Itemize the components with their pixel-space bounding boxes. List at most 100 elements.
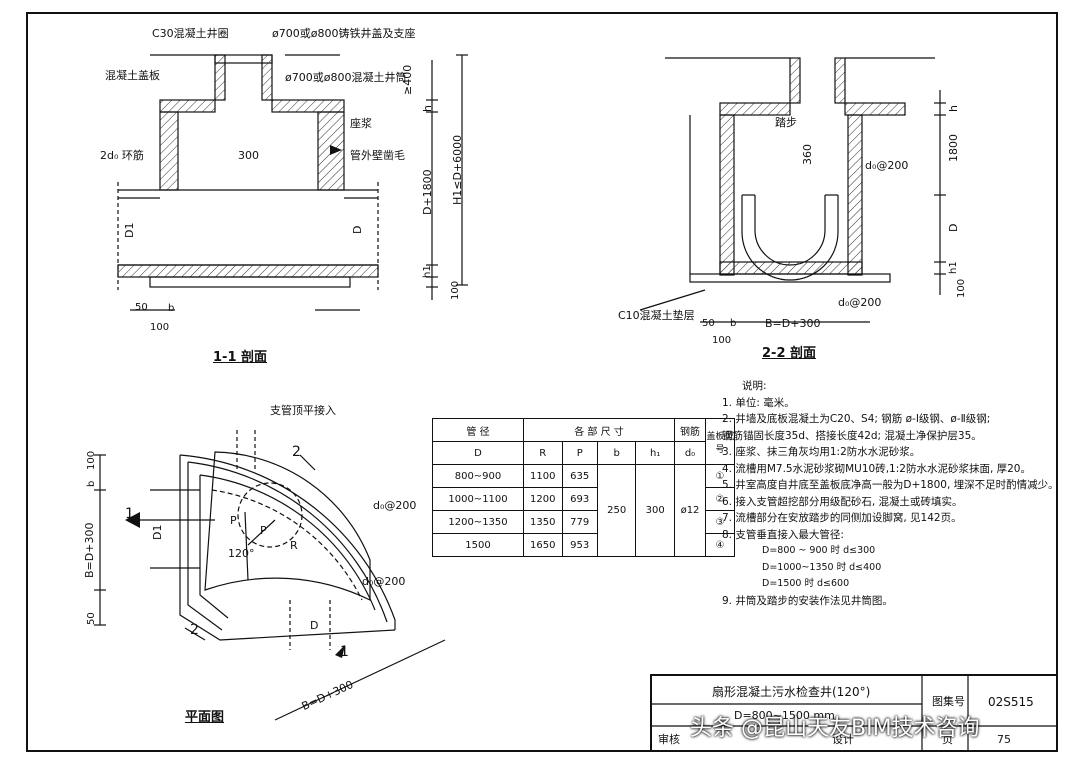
dim-h1-22: h1 [948, 261, 959, 274]
note-item: 8. 支管垂直接入最大管径: [722, 528, 844, 541]
label-plan-p1: P [230, 514, 237, 527]
table-cell-d: 1200~1350 [432, 510, 524, 534]
atlas-label: 图集号 [932, 695, 965, 708]
table-cell-type: ② [705, 487, 735, 511]
notes-block: 说明: 1. 单位: 毫米。 2. 井墙及底板混凝土为C20、S4; 钢筋 ø-… [722, 378, 1059, 609]
dim-1800: 1800 [947, 134, 960, 162]
note-item: 2. 井墙及底板混凝土为C20、S4; 钢筋 ø-Ⅰ级钢、ø-Ⅱ级钢; [722, 413, 991, 425]
title-section-1-1: 1-1 剖面 [213, 350, 268, 365]
table-cell-r: 1350 [523, 510, 563, 534]
label-cut-1: 1 [125, 506, 134, 522]
dim-D-22: D [947, 223, 960, 232]
title-block: 扇形混凝土污水检查井(120°) D=800~1500 mm 图集号 02S51… [650, 674, 1058, 752]
dim-100-left: 100 [150, 322, 170, 333]
label-d1: D1 [123, 222, 136, 238]
drawing-range: D=800~1500 mm [734, 709, 835, 722]
table-cell-r: 1200 [523, 487, 563, 511]
table-cell-d0: ø12 [674, 464, 706, 557]
table-head-pipe: 管 径 [432, 418, 524, 442]
title-block-grid [650, 674, 1058, 752]
table-head-size: 各 部 尺 寸 [523, 418, 675, 442]
table-cell-d: 800~900 [432, 464, 524, 488]
table-cell-b: 250 [596, 464, 637, 557]
note-item: 4. 流槽用M7.5水泥砂浆砌MU10砖,1:2防水水泥砂浆抹面, 厚20。 [722, 462, 1031, 475]
notes-title: 说明: [742, 380, 767, 392]
watermark: 头条 @昆山天友BIM技术咨询 [690, 716, 980, 741]
note-item: D=1000~1350 时 d≤400 [762, 561, 882, 573]
table-cell-r: 1100 [523, 464, 563, 488]
table-sub-d: D [432, 441, 524, 465]
label-plan-d1: D1 [151, 524, 164, 540]
label-ring-bar: 2d₀ 环筋 [100, 149, 144, 162]
label-cut-1b: 1 [340, 644, 349, 660]
table-head-cover: 盖板型号 [705, 418, 735, 465]
note-item: D=1500 时 d≤600 [762, 578, 850, 589]
dim-b-22: b [730, 318, 737, 329]
table-row: 1000~1100 1200 693 ② [432, 487, 735, 511]
dim-ht: h1 [422, 265, 433, 278]
label-cut-2b: 2 [190, 622, 199, 638]
note-item: 1. 单位: 毫米。 [722, 396, 795, 409]
dim-h: h [421, 105, 434, 112]
table-row: 1500 1650 953 ④ [432, 533, 735, 557]
dim-h-22: h [947, 105, 960, 112]
dim-50-left: 50 [135, 302, 148, 313]
table-cell-p: 635 [561, 464, 598, 488]
note-item: 钢筋锚固长度35d、搭接长度42d; 混凝土净保护层35。 [722, 429, 982, 442]
table-row: 1200~1350 1350 779 ③ [432, 510, 735, 534]
note-item: 7. 流槽部分在安放踏步的同侧加设脚窝, 见142页。 [722, 512, 962, 524]
table-cell-p: 779 [561, 510, 598, 534]
dim-plan-50: 50 [86, 612, 97, 625]
table-cell-p: 953 [561, 533, 598, 557]
table-cell-h1: 300 [635, 464, 675, 557]
design-label: 设计 [832, 733, 854, 746]
drawing-name: 扇形混凝土污水检查井(120°) [712, 685, 871, 699]
label-bar-200-bottom: d₀@200 [838, 296, 882, 309]
dim-400: ≥400 [401, 64, 414, 95]
table-sub-p: P [561, 441, 598, 465]
page-number: 75 [997, 733, 1011, 746]
table-row: 800~900 1100 635 250 300 ø12 ① [432, 464, 735, 557]
label-cut-2: 2 [292, 444, 301, 460]
label-plan-d: D [310, 619, 319, 632]
table-sub-r: R [523, 441, 563, 465]
label-c10-bed: C10混凝土垫层 [618, 309, 695, 322]
label-step: 踏步 [775, 116, 797, 129]
note-item: 6. 接入支管超挖部分用级配砂石, 混凝土或砖填实。 [722, 495, 963, 508]
label-branch-pipe: 支管顶平接入 [270, 404, 336, 417]
drawing-frame [26, 12, 1058, 752]
label-plan-p2: P [260, 524, 267, 537]
table-cell-r: 1650 [523, 533, 563, 557]
dim-100-22: 100 [956, 278, 967, 298]
dim-plan-b: b [86, 480, 97, 487]
label-plan-r: R [290, 539, 298, 552]
dim-h1-limit: H1≤D+6000 [451, 134, 464, 205]
table-cell-p: 693 [561, 487, 598, 511]
label-mortar: 座浆 [350, 117, 372, 130]
table-cell-type: ④ [705, 533, 735, 557]
label-cover-seat: ø700或ø800铸铁井盖及支座 [272, 27, 416, 40]
label-plan-bar-top: d₀@200 [373, 499, 417, 512]
note-item: 3. 座浆、抹三角灰均用1:2防水水泥砂浆。 [722, 446, 921, 458]
label-d: D [351, 225, 364, 234]
label-bar-200-top: d₀@200 [865, 159, 909, 172]
label-pipe-roughen: 管外壁凿毛 [350, 149, 405, 162]
label-cover-slab: 混凝土盖板 [105, 69, 160, 82]
title-plan: 平面图 [185, 710, 225, 725]
label-plan-bar-bottom: d₀@200 [362, 575, 406, 588]
note-item: D=800 ~ 900 时 d≤300 [762, 545, 876, 556]
review-label: 审核 [658, 733, 680, 746]
label-shaft: ø700或ø800混凝土井筒 [285, 71, 407, 84]
table-sub-h1: h₁ [635, 441, 675, 465]
title-section-2-2: 2-2 剖面 [762, 346, 817, 361]
note-item: 5. 井室高度自井底至盖板底净高一般为D+1800, 埋深不足时酌情减少。 [722, 479, 1059, 491]
dim-100b-22: 100 [712, 335, 732, 346]
label-c30-ring: C30混凝土井圈 [152, 27, 229, 40]
dim-360: 360 [801, 144, 814, 165]
dim-300: 300 [238, 149, 259, 162]
atlas-number: 02S515 [988, 695, 1034, 709]
table-sub-b: b [596, 441, 637, 465]
dim-d1800: D+1800 [421, 169, 434, 215]
